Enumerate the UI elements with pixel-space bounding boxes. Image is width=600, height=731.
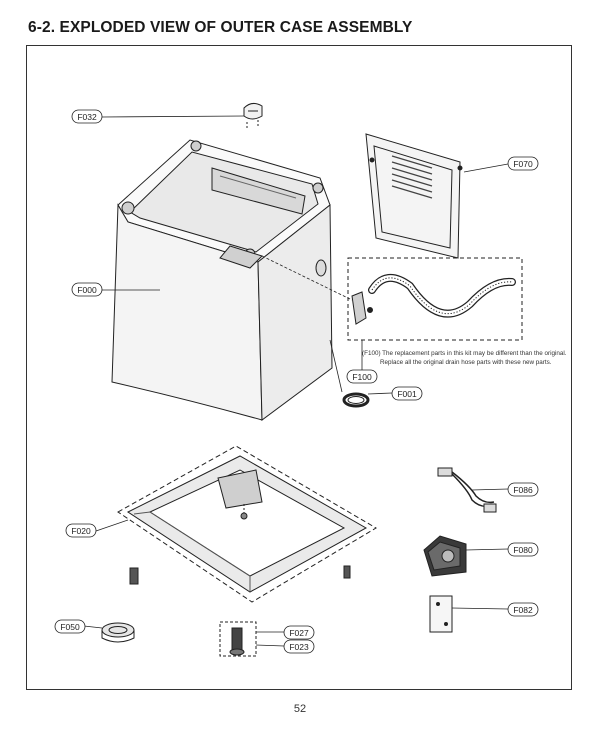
callout-f082 — [507, 602, 539, 617]
callout-label-f027: F027 — [289, 628, 309, 638]
callout-f050 — [54, 619, 86, 634]
callout-label-f000: F000 — [77, 285, 97, 295]
callout-label-f023: F023 — [289, 642, 309, 652]
callout-f027 — [283, 625, 315, 640]
page-title: 6-2. EXPLODED VIEW OF OUTER CASE ASSEMBL… — [28, 19, 413, 36]
callout-f100 — [346, 369, 378, 384]
callout-f020 — [65, 523, 97, 538]
callout-label-f070: F070 — [513, 159, 533, 169]
callout-f086 — [507, 482, 539, 497]
wire-harness-part — [437, 467, 497, 513]
callout-label-f050: F050 — [60, 622, 80, 632]
callout-label-f082: F082 — [513, 605, 533, 615]
base-frame-part — [117, 445, 377, 603]
callout-f000 — [71, 282, 103, 297]
callout-f070 — [507, 156, 539, 171]
outer-cabinet-part — [111, 139, 333, 421]
hose-clamp-part — [342, 392, 370, 408]
leveling-foot-part — [219, 621, 257, 657]
back-panel-part — [365, 133, 463, 259]
round-cap-part — [101, 622, 135, 643]
callout-label-f080: F080 — [513, 545, 533, 555]
callout-label-f001: F001 — [397, 389, 417, 399]
pump-bracket-part — [429, 595, 453, 633]
top-bracket-part — [243, 102, 263, 130]
callout-f023 — [283, 639, 315, 654]
page-number: 52 — [293, 703, 307, 715]
replacement-note: (F100) The replacement parts in this kit… — [362, 349, 572, 367]
callout-label-f020: F020 — [71, 526, 91, 536]
replacement-note-line-1: (F100) The replacement parts in this kit… — [362, 350, 567, 357]
callout-f001 — [391, 386, 423, 401]
callout-label-f086: F086 — [513, 485, 533, 495]
replacement-note-line-2: Replace all the original drain hose part… — [380, 359, 552, 366]
drain-pump-part — [423, 535, 467, 577]
callout-label-f100: F100 — [352, 372, 372, 382]
diagram-frame — [26, 45, 572, 690]
callout-f080 — [507, 542, 539, 557]
callout-f032 — [71, 109, 103, 124]
drain-hose-kit — [347, 257, 523, 341]
callout-label-f032: F032 — [77, 112, 97, 122]
